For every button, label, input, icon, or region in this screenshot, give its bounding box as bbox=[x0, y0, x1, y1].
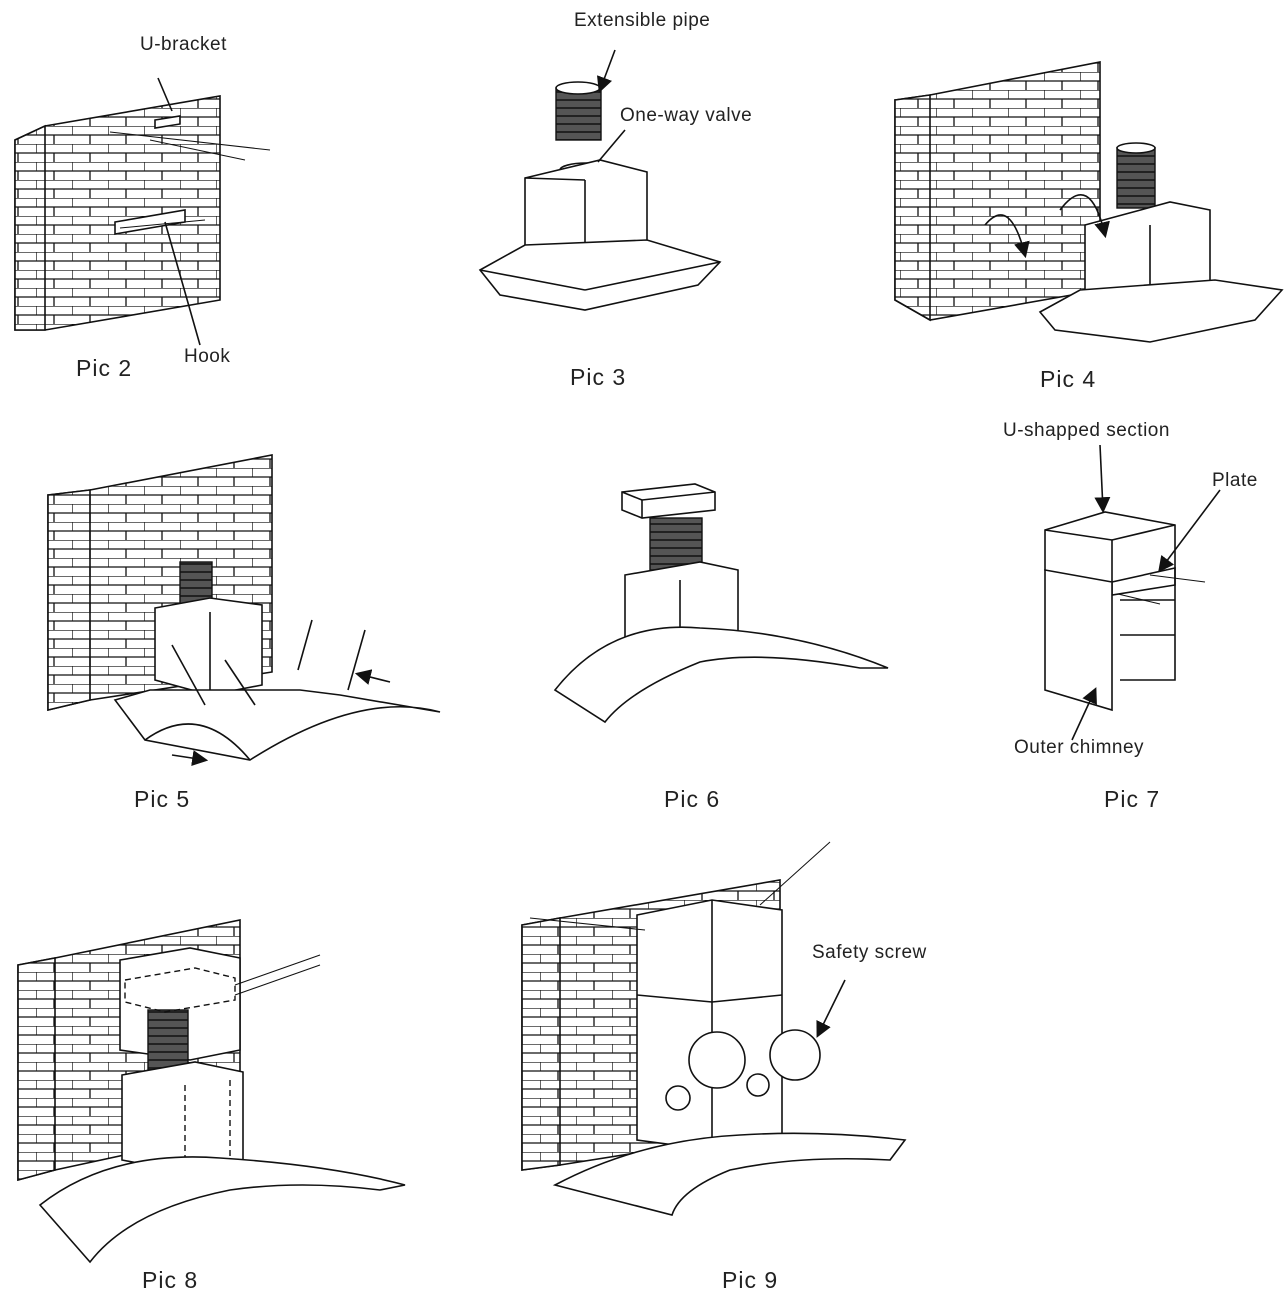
pic2-figure bbox=[14, 77, 271, 346]
caption-pic4: Pic 4 bbox=[1040, 366, 1097, 392]
caption-pic5: Pic 5 bbox=[134, 786, 191, 812]
label-safety-screw: Safety screw bbox=[812, 942, 927, 963]
pic5-figure bbox=[47, 454, 441, 766]
label-u-bracket: U-bracket bbox=[140, 34, 227, 55]
pic8-figure bbox=[17, 919, 406, 1264]
caption-pic8: Pic 8 bbox=[142, 1267, 199, 1293]
caption-pic2: Pic 2 bbox=[76, 355, 133, 381]
caption-pic9: Pic 9 bbox=[722, 1267, 779, 1293]
label-plate: Plate bbox=[1212, 470, 1258, 491]
label-hook: Hook bbox=[184, 346, 231, 367]
label-outer-chimney: Outer chimney bbox=[1014, 737, 1145, 758]
u-bracket-shape bbox=[154, 115, 181, 129]
pic4-figure bbox=[894, 61, 1284, 343]
safety-screw-detail bbox=[769, 1029, 821, 1081]
label-one-way-valve: One-way valve bbox=[620, 105, 753, 126]
label-u-shapped-section: U-shapped section bbox=[1003, 420, 1170, 441]
extensible-pipe-shape bbox=[555, 87, 602, 141]
label-extensible-pipe: Extensible pipe bbox=[574, 10, 711, 31]
outer-chimney-shape bbox=[1044, 569, 1113, 712]
pic9-figure bbox=[521, 841, 907, 1216]
caption-pic7: Pic 7 bbox=[1104, 786, 1161, 812]
safety-screw-detail bbox=[688, 1031, 746, 1089]
caption-pic6: Pic 6 bbox=[664, 786, 721, 812]
caption-pic3: Pic 3 bbox=[570, 364, 627, 390]
pic6-figure bbox=[553, 483, 889, 724]
hood-base bbox=[478, 239, 722, 311]
pic3-figure bbox=[478, 49, 722, 311]
pic7-figure bbox=[1044, 444, 1221, 741]
